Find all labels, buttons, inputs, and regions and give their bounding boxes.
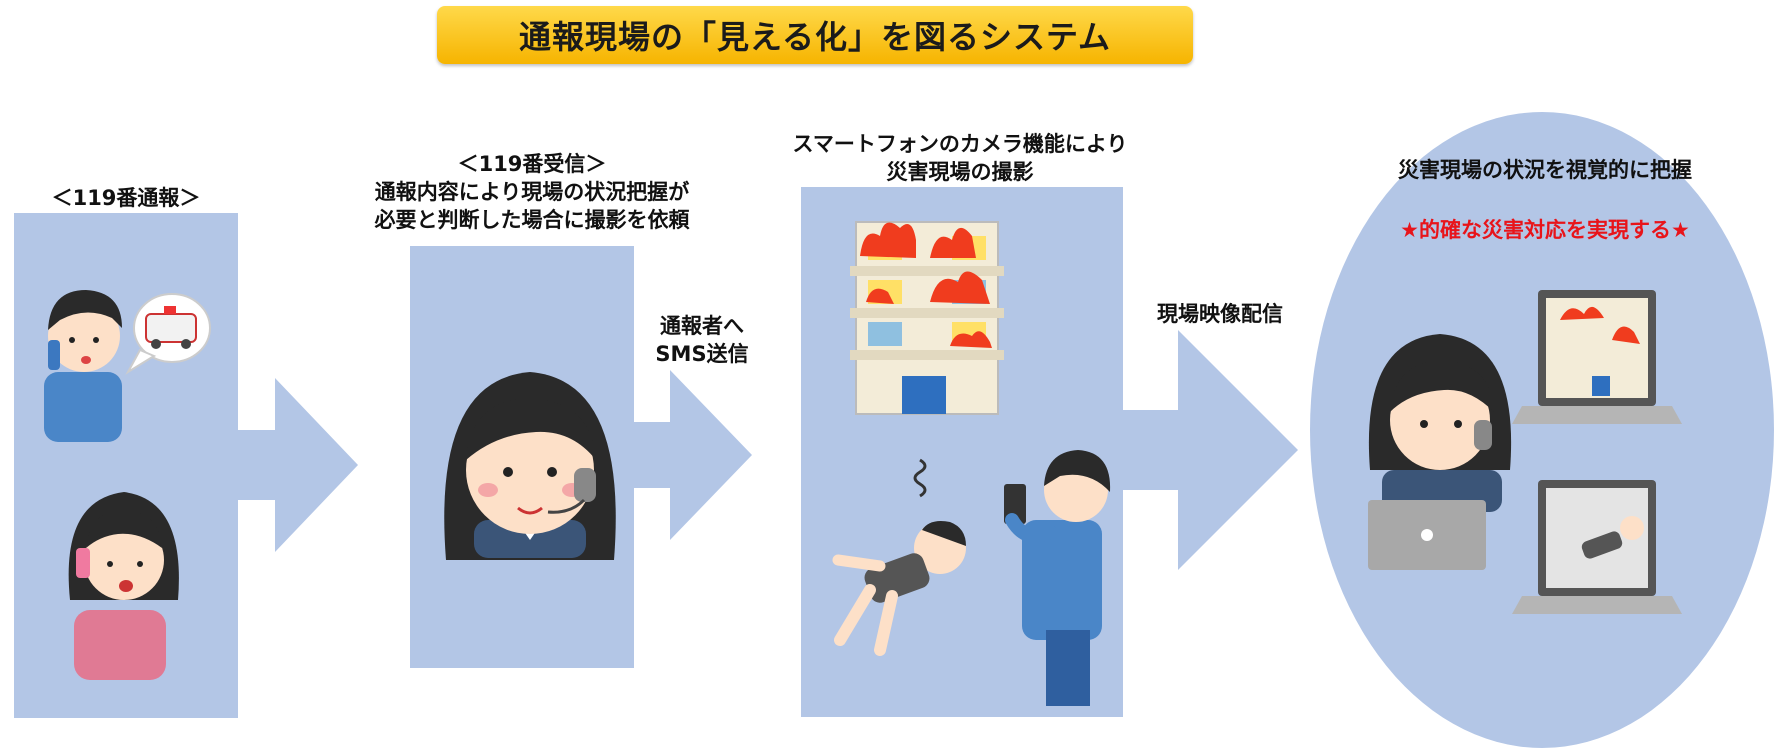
arrow-3 [1122, 330, 1298, 570]
laptop-injured-feed [1512, 480, 1682, 614]
label-sms-line2: SMS送信 [655, 342, 749, 366]
injured-person-illustration [832, 458, 966, 656]
monitoring-operator-illustration [1368, 334, 1512, 570]
label-call: ＜119番通報＞ [51, 186, 201, 210]
caller-man-illustration [44, 290, 122, 442]
label-receive-line2: 必要と判断した場合に撮影を依頼 [374, 208, 690, 232]
label-stream: 現場映像配信 [1157, 302, 1283, 326]
arrow-1 [236, 378, 358, 552]
page-title: 通報現場の「見える化」を図るシステム [437, 6, 1193, 64]
label-camera-line2: 災害現場の撮影 [886, 160, 1034, 184]
result-ellipse [1310, 112, 1774, 748]
burning-building-illustration [850, 221, 1004, 415]
arrow-2 [630, 370, 752, 540]
photographer-illustration [1004, 450, 1111, 706]
caller-woman-illustration [68, 492, 179, 680]
label-grasp: 災害現場の状況を視覚的に把握 [1398, 158, 1692, 182]
label-sms-line1: 通報者へ [660, 314, 744, 338]
label-receive-line1: 通報内容により現場の状況把握が [374, 180, 690, 204]
label-goal: ★的確な災害対応を実現する★ [1400, 218, 1690, 242]
speech-bubble-ambulance [125, 293, 211, 375]
label-receive-head: ＜119番受信＞ [457, 152, 607, 176]
label-camera-line1: スマートフォンのカメラ機能により [792, 132, 1128, 156]
laptop-fire-feed [1512, 290, 1682, 424]
operator-illustration [444, 372, 616, 560]
